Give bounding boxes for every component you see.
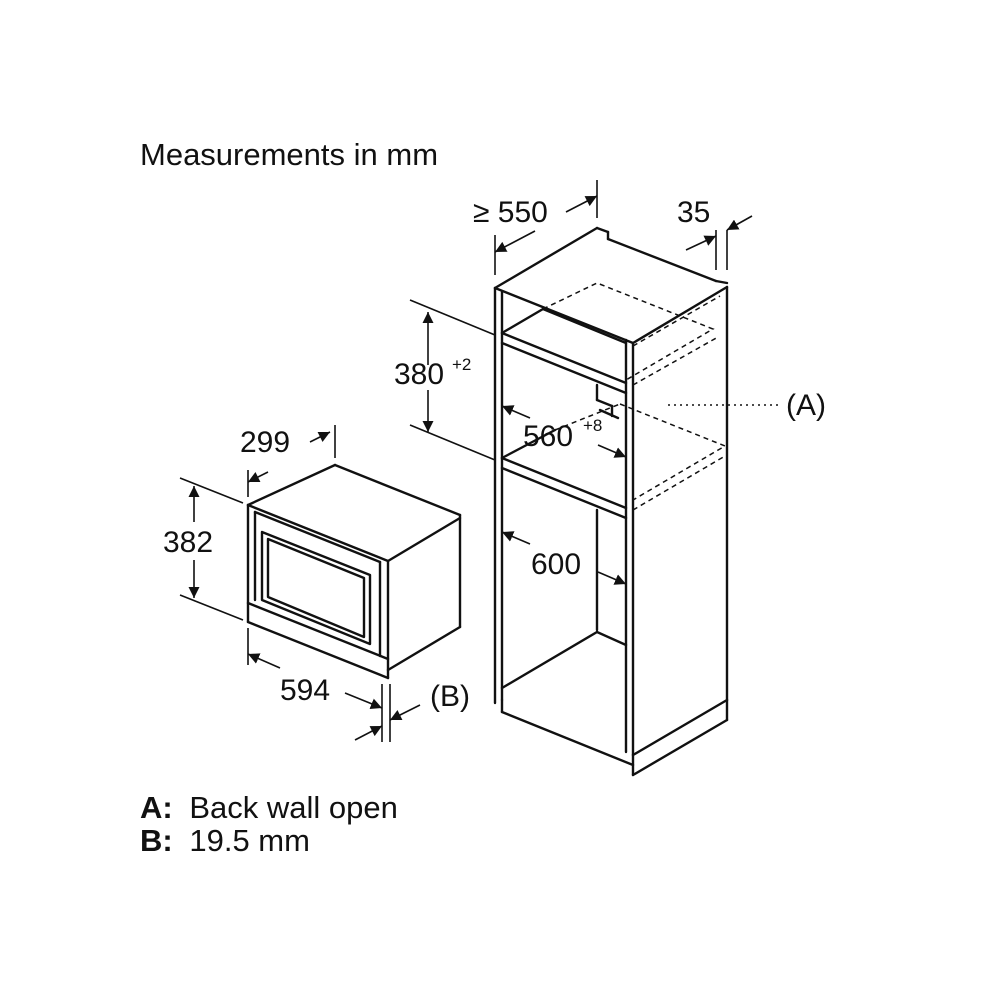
dim-cabinet-width-label: 600 (531, 548, 581, 581)
dim-appliance-depth-label: 299 (240, 426, 290, 459)
dim-appliance-width-arrow-right (344, 692, 383, 709)
legend-item-b: B: 19.5 mm (140, 823, 310, 858)
dim-niche-height-label: 380 (394, 358, 444, 391)
dim-appliance-width-label: 594 (280, 674, 330, 707)
legend-text-a: Back wall open (189, 790, 398, 825)
callout-b-label: (B) (430, 680, 470, 713)
dim-cabinet-depth-arrow-right (565, 195, 598, 213)
dim-niche-width-arrow-right (597, 444, 627, 458)
appliance-drawing (246, 463, 462, 680)
legend-key-b: B: (140, 823, 173, 858)
dim-cabinet-depth-arrow-left (494, 230, 536, 253)
dim-cabinet-depth-label: ≥ 550 (473, 196, 548, 229)
dim-cabinet-edge-arrow-left (685, 235, 717, 251)
dim-cabinet-width-arrow-right (597, 571, 627, 585)
cabinet-drawing (493, 226, 729, 777)
diagram-title: Measurements in mm (140, 137, 438, 172)
dim-cabinet-edge-arrow-right (726, 215, 753, 231)
dim-appliance-depth-arrow-right (309, 431, 331, 443)
legend: A: Back wall open B: 19.5 mm (140, 790, 398, 858)
dim-cabinet-edge-label: 35 (677, 196, 710, 229)
dim-cabinet-width-arrow-left (501, 531, 531, 545)
callout-a-label: (A) (786, 389, 826, 422)
legend-key-a: A: (140, 790, 173, 825)
dim-appliance-height-label: 382 (163, 526, 213, 559)
dim-appliance-depth-arrow-left (247, 471, 269, 483)
dim-niche-width-label: 560 (523, 420, 573, 453)
legend-text-b: 19.5 mm (189, 823, 310, 858)
dim-niche-height-tolerance: +2 (452, 355, 471, 374)
dim-niche-width-arrow-left (501, 405, 531, 419)
legend-item-a: A: Back wall open (140, 790, 398, 825)
callout-b-arrow-right (389, 704, 421, 721)
callout-b-arrow-left (354, 725, 383, 741)
dim-appliance-width-arrow-left (247, 653, 281, 669)
dim-niche-width-tolerance: +8 (583, 416, 602, 435)
